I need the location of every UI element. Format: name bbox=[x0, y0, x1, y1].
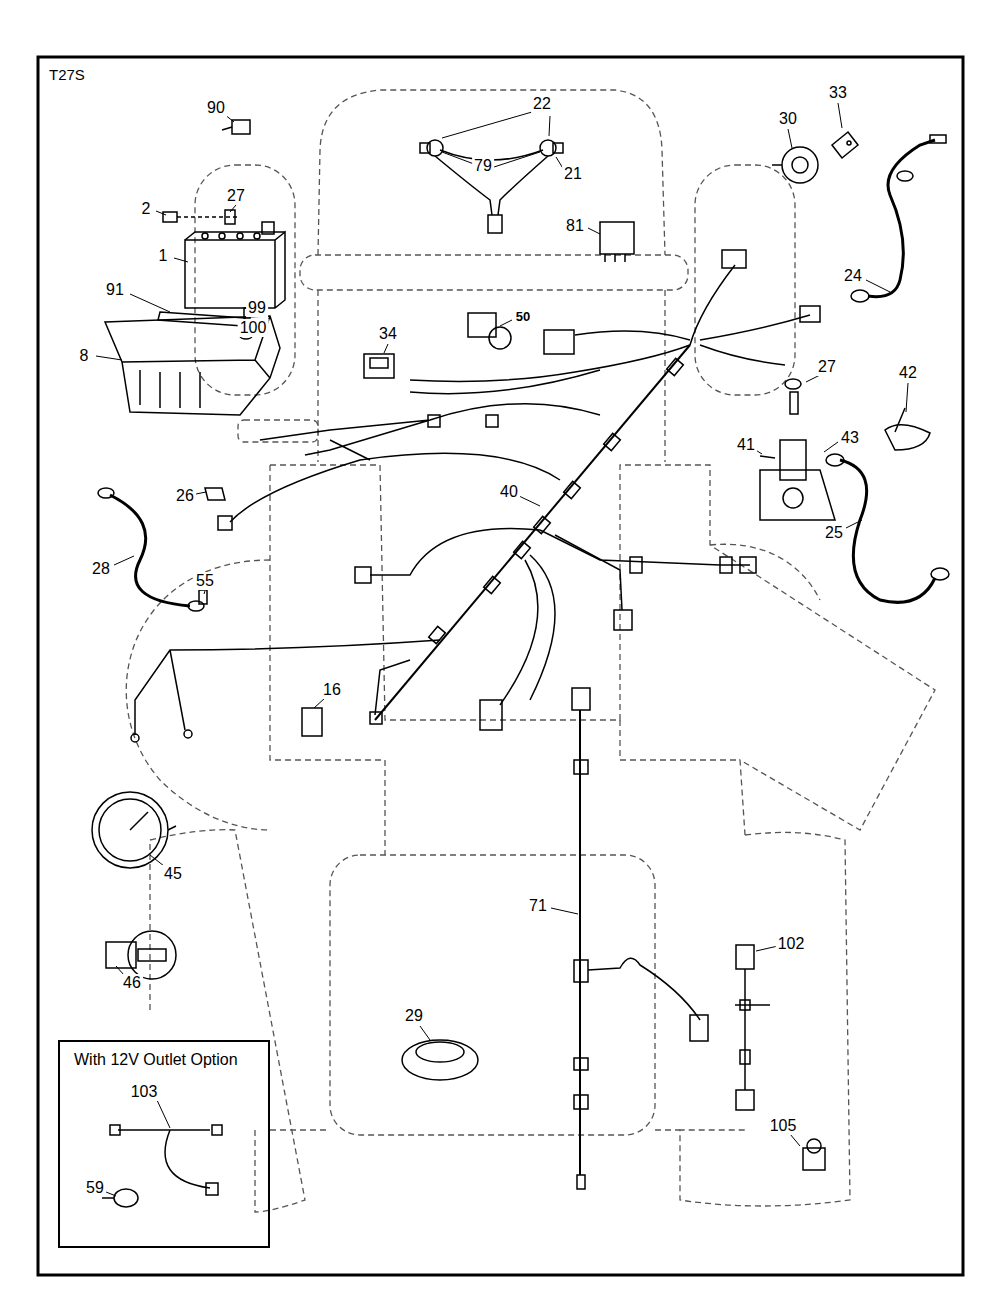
callout-number: 41 bbox=[735, 436, 757, 454]
callout-number: 27 bbox=[225, 187, 247, 205]
callout-number: 22 bbox=[531, 95, 553, 113]
callout-number: 59 bbox=[84, 1179, 106, 1197]
callout-number: 29 bbox=[403, 1007, 425, 1025]
callout-number: 43 bbox=[839, 429, 861, 447]
callout-number: 100 bbox=[238, 319, 269, 337]
callout-number: 33 bbox=[827, 84, 849, 102]
callout-number: 27 bbox=[816, 358, 838, 376]
callout-number: 40 bbox=[498, 483, 520, 501]
callout-number: 90 bbox=[205, 99, 227, 117]
callout-number: 79 bbox=[472, 157, 494, 175]
callout-number: 30 bbox=[777, 110, 799, 128]
callout-number: 99 bbox=[246, 299, 268, 317]
callout-number: 8 bbox=[78, 347, 91, 365]
callout-number: 81 bbox=[564, 217, 586, 235]
callout-number: 24 bbox=[842, 267, 864, 285]
callout-number: 103 bbox=[129, 1083, 160, 1101]
inset-heading: With 12V Outlet Option bbox=[60, 1042, 248, 1070]
callout-number: 1 bbox=[157, 247, 170, 265]
callout-number: 45 bbox=[162, 865, 184, 883]
callout-number: 2 bbox=[140, 200, 153, 218]
callout-number: 21 bbox=[562, 165, 584, 183]
callout-number: 42 bbox=[897, 364, 919, 382]
figure-code: T27S bbox=[47, 66, 87, 84]
callout-number: 102 bbox=[776, 935, 807, 953]
callout-number: 28 bbox=[90, 560, 112, 578]
callout-number: 46 bbox=[121, 974, 143, 992]
callout-number: 34 bbox=[377, 325, 399, 343]
option-inset-box: With 12V Outlet Option bbox=[58, 1040, 270, 1248]
callout-number: 105 bbox=[768, 1117, 799, 1135]
callout-number: 16 bbox=[321, 681, 343, 699]
callout-number: 50 bbox=[514, 308, 532, 326]
callout-number: 71 bbox=[527, 897, 549, 915]
callout-number: 25 bbox=[823, 524, 845, 542]
callout-number: 91 bbox=[104, 281, 126, 299]
callout-number: 26 bbox=[174, 487, 196, 505]
callout-number: 55 bbox=[194, 572, 216, 590]
